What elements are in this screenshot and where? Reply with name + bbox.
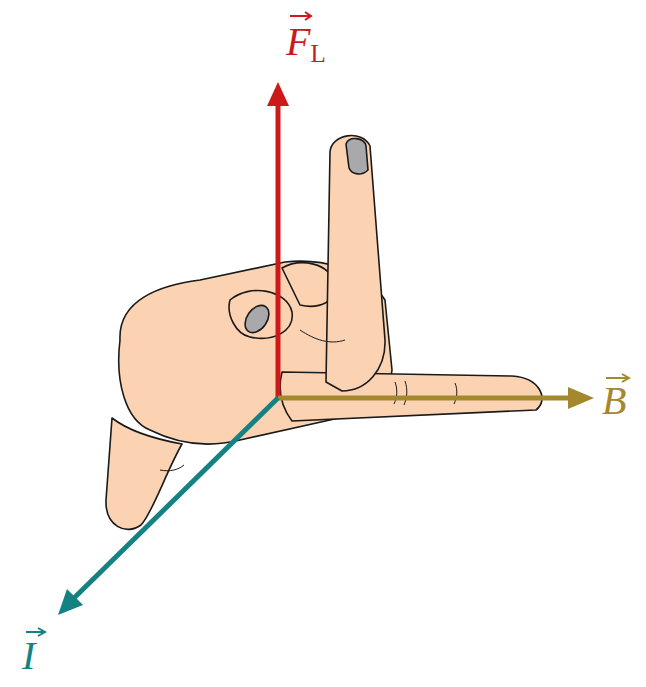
field-label: B xyxy=(602,381,626,421)
field-arrow xyxy=(278,387,594,409)
finger-nail xyxy=(240,301,274,337)
thumb-nail xyxy=(346,139,368,174)
middle-finger xyxy=(106,418,182,529)
curled-finger xyxy=(229,291,292,339)
force-label: FL xyxy=(286,22,326,66)
vector-overline xyxy=(26,12,629,636)
thumb xyxy=(326,136,385,391)
force-arrow xyxy=(267,82,289,398)
current-label: I xyxy=(22,636,35,676)
hand xyxy=(106,136,542,530)
current-arrow xyxy=(58,398,278,615)
